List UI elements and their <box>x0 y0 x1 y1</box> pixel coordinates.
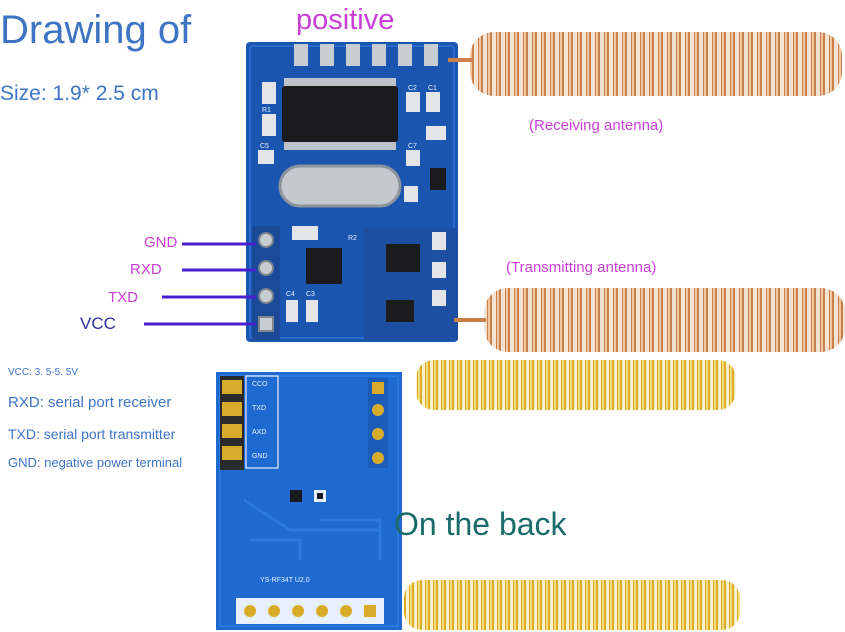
transmitting-antenna-coil <box>484 288 845 352</box>
receiving-antenna-label: (Receiving antenna) <box>529 117 664 134</box>
legend-vcc: VCC: 3. 5-5. 5V <box>8 367 79 378</box>
front-silk-r2: R2 <box>348 235 357 242</box>
front-silk-c1: C1 <box>428 85 437 92</box>
back-silk-txd: TXD <box>252 405 266 412</box>
front-silk-c7: C7 <box>408 143 417 150</box>
front-pcb <box>246 42 458 342</box>
front-silk-r1: R1 <box>262 107 271 114</box>
back-caption: On the back <box>394 506 567 542</box>
back-model-label: YS-RF34T U2.0 <box>260 577 310 584</box>
size-label: Size: 1.9* 2.5 cm <box>0 82 159 105</box>
back-silk-cco: CCO <box>252 381 268 388</box>
main-chip <box>282 78 398 150</box>
pin-label-gnd: GND <box>144 234 178 251</box>
back-lower-antenna-coil <box>404 580 740 630</box>
pin-label-txd: TXD <box>108 289 138 306</box>
front-silk-c2: C2 <box>408 85 417 92</box>
front-silk-c4: C4 <box>286 291 295 298</box>
smd-components <box>258 82 446 202</box>
back-silk-gnd: GND <box>252 453 268 460</box>
back-pcb <box>216 372 402 630</box>
back-upper-antenna-coil <box>416 360 736 410</box>
lower-components <box>286 226 458 340</box>
pin-label-rxd: RXD <box>130 261 162 278</box>
back-silk-axd: AXD <box>252 429 266 436</box>
transmitting-antenna-label: (Transmitting antenna) <box>506 259 657 276</box>
receiving-antenna-coil <box>470 32 842 96</box>
side-pin-header <box>252 226 280 340</box>
drawing-title: Drawing of <box>0 8 192 52</box>
positive-label: positive <box>296 4 395 36</box>
front-silk-c5: C5 <box>260 143 269 150</box>
front-silk-c3: C3 <box>306 291 315 298</box>
top-header-pins <box>294 44 438 66</box>
pin-label-vcc: VCC <box>80 314 116 333</box>
crystal-oscillator <box>278 164 402 208</box>
pin-pointer-lines <box>144 242 256 326</box>
legend-gnd: GND: negative power terminal <box>8 455 183 470</box>
legend-rxd: RXD: serial port receiver <box>8 394 172 411</box>
legend-txd: TXD: serial port transmitter <box>8 426 176 442</box>
